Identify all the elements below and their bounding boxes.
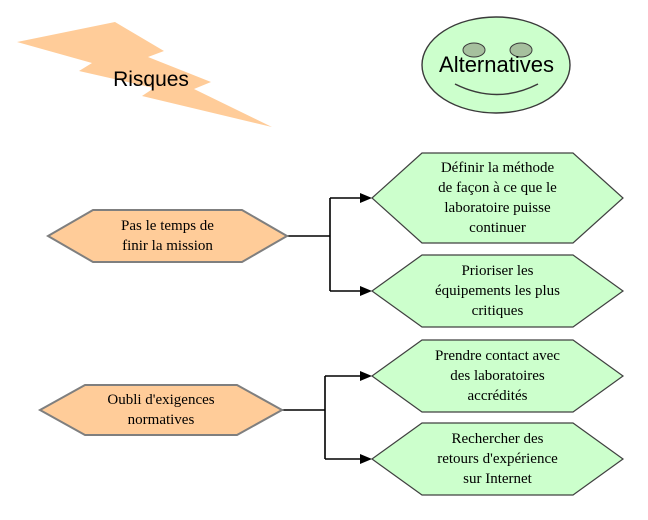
smiley-right-eye-icon xyxy=(509,42,533,58)
arrowhead-icon xyxy=(360,286,372,296)
arrowhead-icon xyxy=(360,371,372,381)
connector-risk2 xyxy=(282,375,362,460)
risk-node-2-shape[interactable] xyxy=(37,384,285,436)
smiley-head-shape[interactable] xyxy=(421,16,571,114)
smiley-face-shape[interactable] xyxy=(421,16,571,114)
arrowhead-icon xyxy=(360,454,372,464)
smiley-left-eye-icon xyxy=(462,42,486,58)
lightning-bolt-icon[interactable] xyxy=(17,22,272,127)
risk-node-1-shape[interactable] xyxy=(46,209,289,263)
alternative-node-3-shape[interactable] xyxy=(370,339,625,413)
alternative-node-2-shape[interactable] xyxy=(370,254,625,328)
arrowhead-icon xyxy=(360,193,372,203)
smiley-mouth-icon xyxy=(454,83,539,96)
alternative-node-1-shape[interactable] xyxy=(371,152,624,244)
alternative-node-4-shape[interactable] xyxy=(370,422,625,496)
connector-risk1 xyxy=(287,197,362,292)
